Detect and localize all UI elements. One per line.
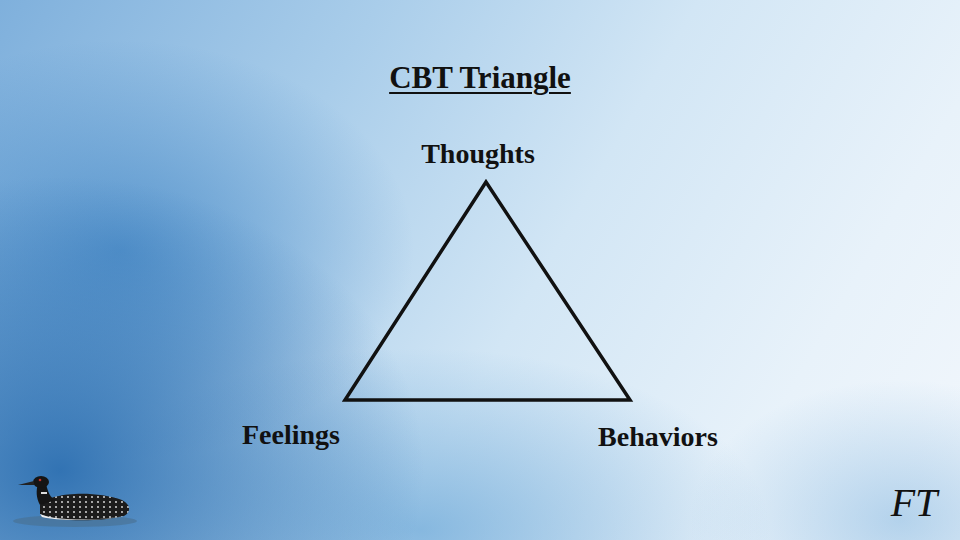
corner-label: Feelings — [242, 419, 340, 451]
diagram-title: CBT Triangle — [389, 60, 571, 96]
cbt-triangle — [345, 182, 630, 400]
logo-monogram: FT — [891, 479, 938, 526]
corner-label: Thoughts — [421, 138, 535, 170]
loon-illustration — [13, 476, 137, 527]
corner-label: Behaviors — [598, 421, 718, 453]
